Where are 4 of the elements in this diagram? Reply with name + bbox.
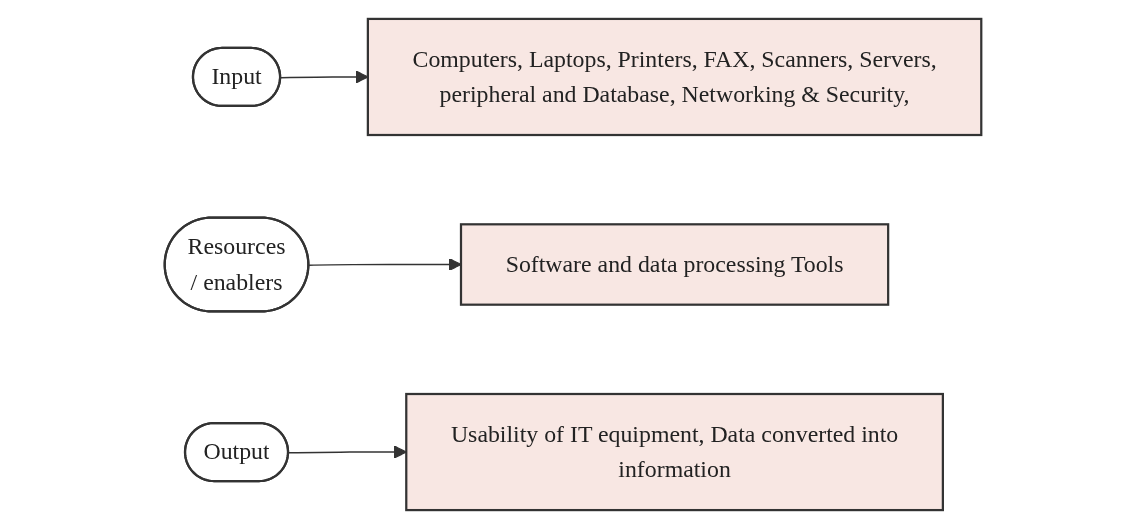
- node-box: Computers, Laptops, Printers, FAX, Scanners, Servers, peripheral and Database, Networking & Security,: [366, 17, 983, 136]
- node-box: Usability of IT equipment, Data converted into information: [405, 392, 944, 511]
- arrow: [288, 445, 407, 459]
- node-box: Software and data processing Tools: [459, 222, 890, 306]
